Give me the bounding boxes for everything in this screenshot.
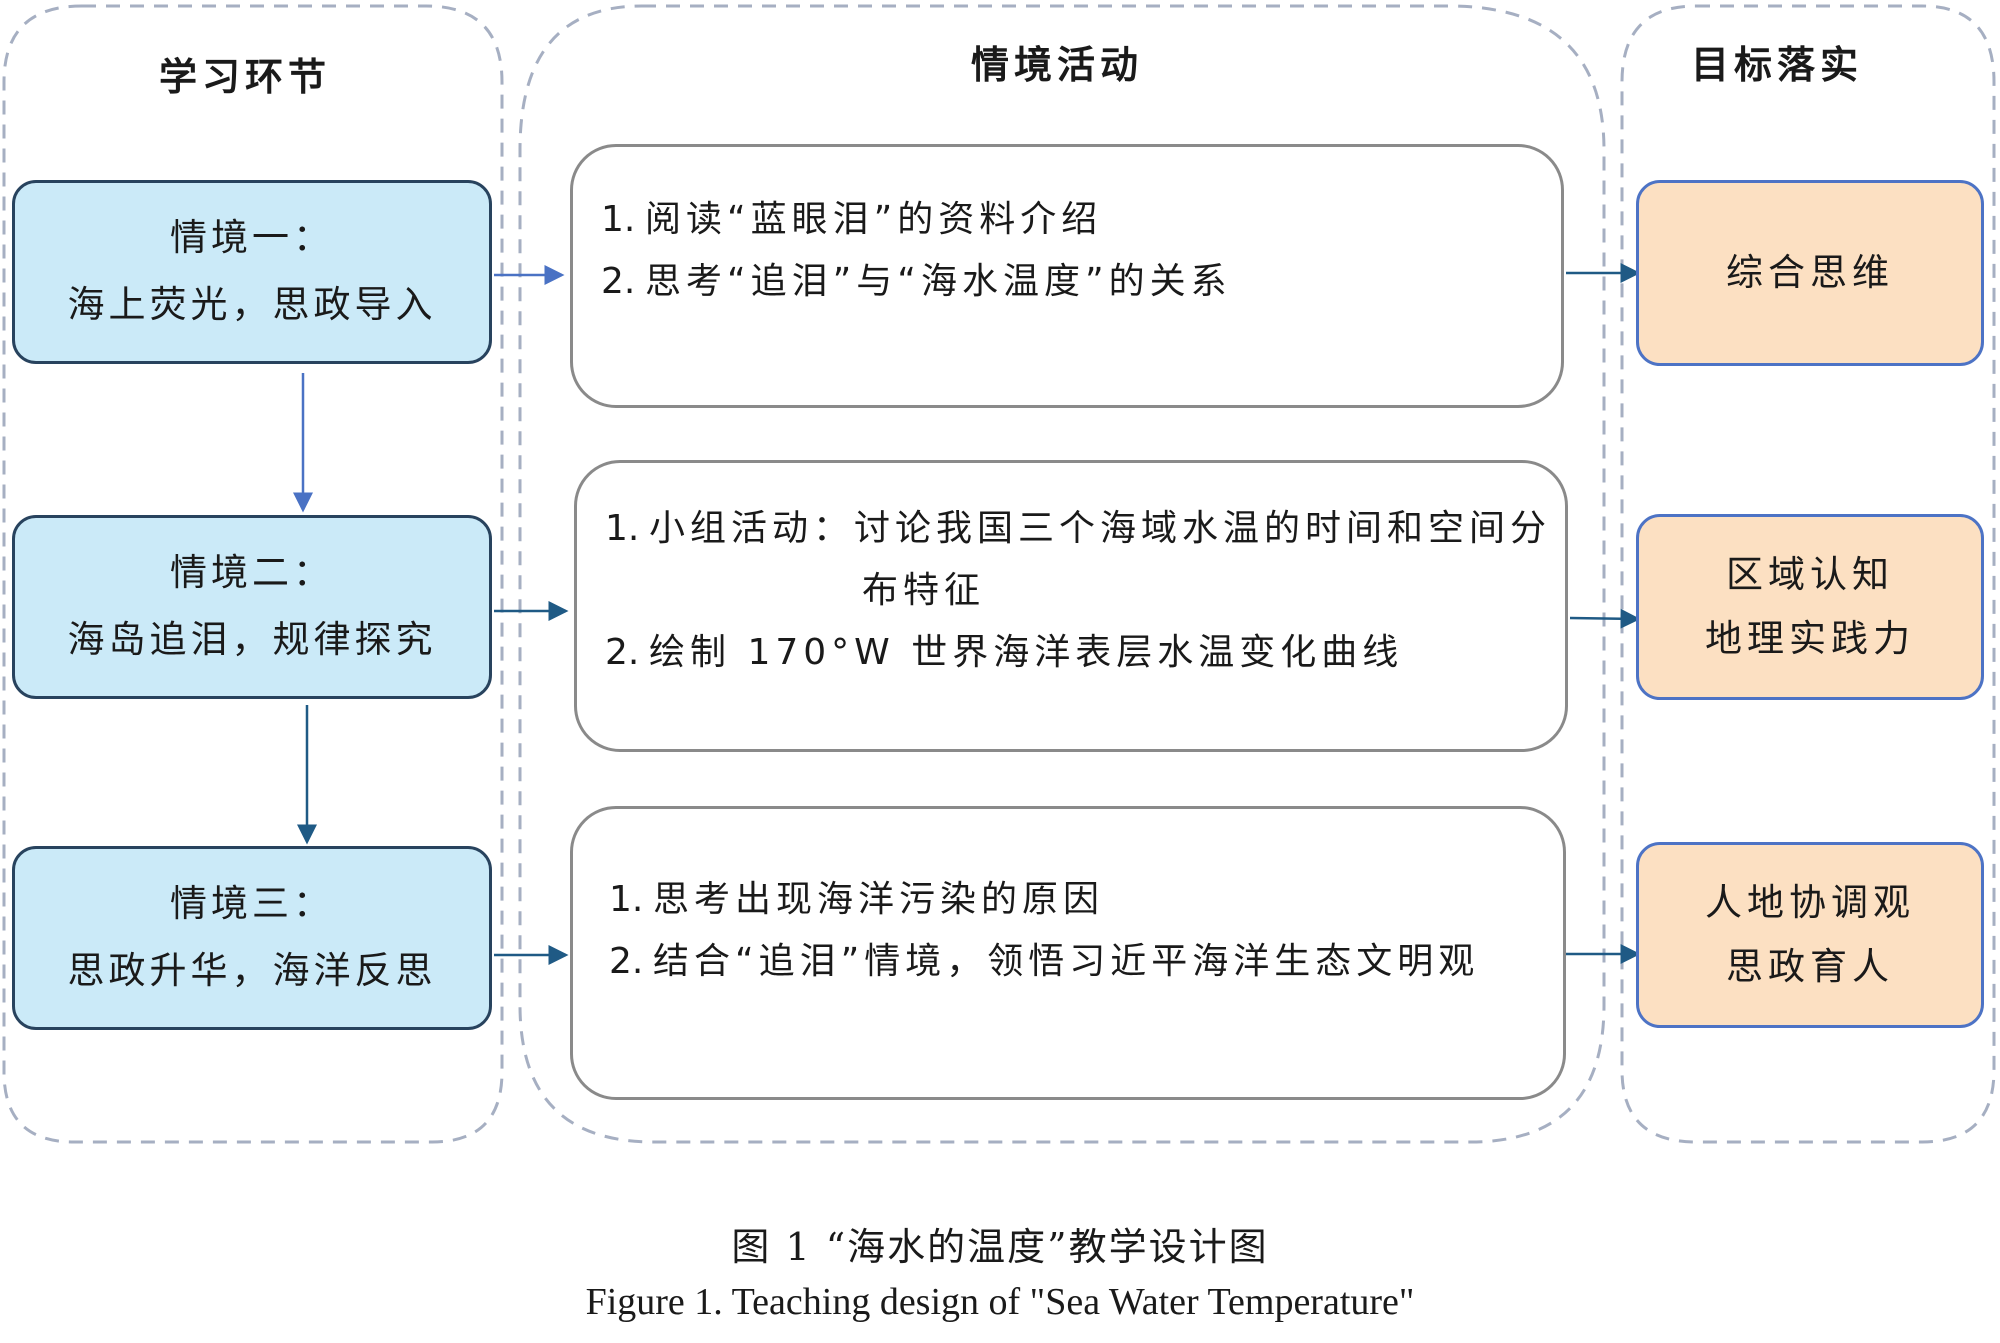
- stage-box-3: 情境三： 思政升华，海洋反思: [12, 846, 492, 1030]
- activity-item-text-continued: 布特征: [862, 570, 986, 612]
- activities-column-header: 情境活动: [970, 43, 1143, 87]
- activity-item-continuation: 布特征: [605, 560, 1559, 622]
- activity-item-number: 2.: [609, 941, 644, 982]
- activity-item: 1. 阅读“蓝眼泪”的资料介绍: [601, 189, 1555, 251]
- stages-group-outline: [2, 4, 504, 1144]
- goal-box-2: 区域认知 地理实践力: [1636, 514, 1984, 700]
- stage-box-2: 情境二： 海岛追泪，规律探究: [12, 515, 492, 699]
- activity-item-number: 1.: [605, 508, 640, 550]
- activity-item: 2. 结合“追泪”情境，领悟习近平海洋生态文明观: [609, 931, 1557, 993]
- stage-title: 情境三：: [170, 882, 334, 926]
- activity-item: 2. 思考“追泪”与“海水温度”的关系: [601, 251, 1555, 313]
- goals-group-outline: [1620, 4, 1996, 1144]
- goal-box-1: 综合思维: [1636, 180, 1984, 366]
- goal-text: 综合思维: [1726, 251, 1894, 295]
- activities-group-outline: [518, 4, 1606, 1144]
- figure-caption-chinese: 图 1 “海水的温度”教学设计图: [731, 1225, 1269, 1269]
- activity-box-2: 1. 小组活动：讨论我国三个海域水温的时间和空间分 布特征 2. 绘制 170°…: [574, 460, 1568, 752]
- activity-item-text: 结合“追泪”情境，领悟习近平海洋生态文明观: [653, 941, 1480, 982]
- activity-item-text: 思考“追泪”与“海水温度”的关系: [645, 261, 1232, 302]
- goal-text: 区域认知: [1726, 553, 1894, 597]
- goal-text: 人地协调观: [1705, 881, 1915, 925]
- activity-item-text: 绘制 170°W 世界海洋表层水温变化曲线: [649, 631, 1404, 673]
- stage-box-1: 情境一： 海上荧光，思政导入: [12, 180, 492, 364]
- goal-text: 思政育人: [1726, 945, 1894, 988]
- activity-box-1: 1. 阅读“蓝眼泪”的资料介绍 2. 思考“追泪”与“海水温度”的关系: [570, 144, 1564, 408]
- goal-text: 地理实践力: [1705, 617, 1915, 660]
- stages-column-header: 学习环节: [158, 55, 331, 99]
- activity-item-text: 思考出现海洋污染的原因: [653, 879, 1105, 921]
- activity-item: 1. 思考出现海洋污染的原因: [609, 869, 1557, 931]
- stage-subtitle: 海岛追泪，规律探究: [67, 618, 437, 661]
- goal-box-3: 人地协调观 思政育人: [1636, 842, 1984, 1028]
- activity-item-number: 2.: [605, 631, 640, 673]
- goals-column-header: 目标落实: [1690, 43, 1863, 87]
- stage-subtitle: 海上荧光，思政导入: [67, 283, 437, 326]
- stage-title: 情境二：: [170, 551, 334, 595]
- activity-item-text: 小组活动：讨论我国三个海域水温的时间和空间分: [649, 508, 1552, 550]
- activity-item: 2. 绘制 170°W 世界海洋表层水温变化曲线: [605, 622, 1559, 684]
- stage-title: 情境一：: [170, 216, 334, 260]
- activity-item-number: 1.: [609, 879, 644, 921]
- activity-item-number: 2.: [601, 261, 636, 302]
- stage-subtitle: 思政升华，海洋反思: [67, 949, 437, 992]
- activity-box-3: 1. 思考出现海洋污染的原因 2. 结合“追泪”情境，领悟习近平海洋生态文明观: [570, 806, 1566, 1100]
- arrow-activity2-to-goal2: [1569, 608, 1641, 629]
- activity-item-number: 1.: [601, 199, 636, 241]
- activity-item: 1. 小组活动：讨论我国三个海域水温的时间和空间分: [605, 498, 1559, 560]
- figure-caption-english: Figure 1. Teaching design of "Sea Water …: [585, 1281, 1415, 1323]
- activity-item-text: 阅读“蓝眼泪”的资料介绍: [645, 199, 1103, 241]
